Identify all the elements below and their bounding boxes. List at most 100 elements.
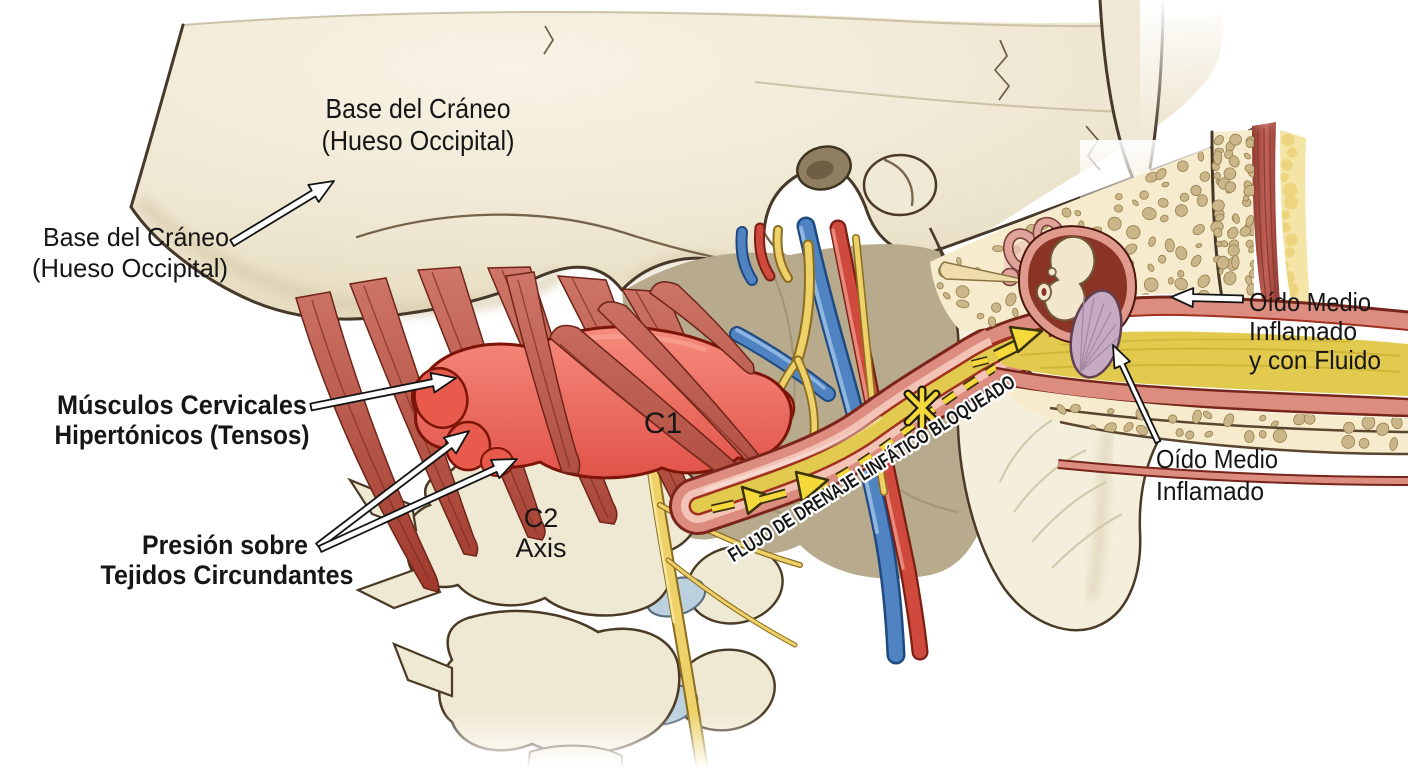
bone-pebble <box>1143 277 1159 293</box>
label-c2-line2: Axis <box>515 533 566 563</box>
bone-pebble <box>1157 197 1169 208</box>
bone-pebble <box>1061 207 1072 218</box>
bone-pebble <box>1069 403 1081 414</box>
fat-bump <box>1284 247 1295 258</box>
bone-pebble <box>1107 216 1122 231</box>
bone-pebble <box>1389 437 1398 451</box>
bone-pebble <box>1164 238 1175 253</box>
label-base-craneo-left-line2: (Hueso Occipital) <box>32 253 228 283</box>
bone-pebble <box>1167 277 1174 285</box>
label-oido-fluido-line1: Oído Medio <box>1249 287 1371 317</box>
fat-bump <box>1280 172 1289 183</box>
suture-line <box>993 39 1011 101</box>
flow-arrowhead <box>794 470 830 504</box>
bone-pebble <box>1376 422 1390 436</box>
bone-pebble <box>1224 149 1234 159</box>
annotation-arrows <box>229 180 1244 553</box>
blockage-icon <box>903 385 941 431</box>
teeth-outline <box>998 419 1053 483</box>
bone-pebble <box>1185 430 1195 440</box>
bone-pebble <box>1358 437 1370 449</box>
bone-pebble <box>1223 413 1235 428</box>
bone-pebble <box>1177 270 1185 278</box>
bottom-fade <box>360 712 880 768</box>
bone-pebble <box>1148 236 1156 247</box>
canal-lower-wall <box>992 368 1408 416</box>
label-presion-line2: Tejidos Circundantes <box>101 560 354 590</box>
label-c2-line1: C2 <box>524 503 559 533</box>
bone-pebble <box>1155 168 1167 181</box>
tensor-tympani <box>939 261 1041 284</box>
fat-bump <box>1281 133 1295 147</box>
bone-pebble <box>1270 420 1279 428</box>
mandible <box>928 227 1182 632</box>
bone-pebble <box>992 245 1004 253</box>
bone-pebble <box>1227 226 1239 239</box>
fat-bump <box>1280 210 1290 220</box>
fat-bump <box>1285 233 1298 247</box>
bone-pebble <box>1224 181 1237 193</box>
bone-pebble <box>1190 184 1202 197</box>
bone-pebble <box>1195 243 1203 248</box>
bone-pebble <box>1012 307 1019 318</box>
bone-pebble <box>1056 404 1067 415</box>
annotation-arrow <box>1170 287 1244 308</box>
bone-pebble <box>1232 213 1240 224</box>
bone-pebble <box>1175 428 1184 437</box>
bone-pebble <box>1258 430 1267 439</box>
bone-pebble <box>1220 240 1229 248</box>
bone-pebble <box>1179 192 1190 202</box>
vessel-stubs <box>735 222 793 286</box>
bone-pebble <box>1213 227 1223 238</box>
bone-pebble <box>1243 152 1251 160</box>
label-oido-inflamado-line2: Inflamado <box>1156 476 1264 506</box>
bone-pebble <box>991 302 1002 313</box>
bone-pebble <box>1204 430 1214 438</box>
label-c1: C1 <box>644 407 682 440</box>
bone-pebble <box>1168 414 1178 424</box>
bone-pebble <box>1157 254 1167 264</box>
bone-pebble <box>976 312 985 320</box>
bone-pebble <box>1142 207 1157 221</box>
fat-bump <box>1281 159 1293 171</box>
label-base-craneo-left-line1: Base del Cráneo <box>43 222 229 252</box>
bone-pebble <box>1259 414 1267 422</box>
middle-ear-region <box>930 122 1408 486</box>
bone-pebble <box>1214 213 1225 222</box>
bone-pebble <box>1074 210 1082 217</box>
bone-pebble <box>1161 181 1170 188</box>
bone-pebble <box>1177 160 1189 172</box>
lymphatic-flow-markers <box>711 363 999 516</box>
flow-arrowhead <box>740 485 772 516</box>
bone-pebble <box>1231 255 1240 270</box>
annotation-arrow <box>1112 344 1162 444</box>
bone-pebble <box>1174 277 1188 291</box>
bone-pebble <box>1126 225 1141 240</box>
bone-pebble <box>956 299 970 309</box>
occipital-ridge-line <box>355 213 736 263</box>
fat-bump <box>1280 222 1291 233</box>
bone-pebble <box>1190 254 1202 267</box>
label-oido-fluido-line3: y con Fluido <box>1249 345 1381 375</box>
label-oido-fluido-line2: Inflamado <box>1249 316 1357 346</box>
fat-bump <box>1280 260 1289 270</box>
bone-pebble <box>1223 167 1237 180</box>
bone-pebble <box>1239 226 1252 237</box>
bone-pebble <box>1242 194 1250 202</box>
bone-pebble <box>1272 428 1287 443</box>
bone-pebble <box>1132 199 1139 207</box>
bone-pebble <box>955 285 970 299</box>
ear-flow-arrow <box>971 325 1044 368</box>
bone-pebble <box>1197 274 1211 288</box>
annotation-arrow <box>315 430 470 550</box>
ossicles <box>1043 236 1096 322</box>
fat-bump <box>1284 195 1299 210</box>
bone-pebble <box>1293 412 1306 426</box>
bone-pebble <box>1115 193 1123 201</box>
skull-shape <box>131 11 1224 320</box>
bone-pebble <box>1123 422 1134 432</box>
bone-pebble <box>987 316 997 328</box>
bone-pebble <box>1107 408 1115 415</box>
fat-bump <box>1286 147 1298 158</box>
bone-pebble <box>1136 424 1148 436</box>
